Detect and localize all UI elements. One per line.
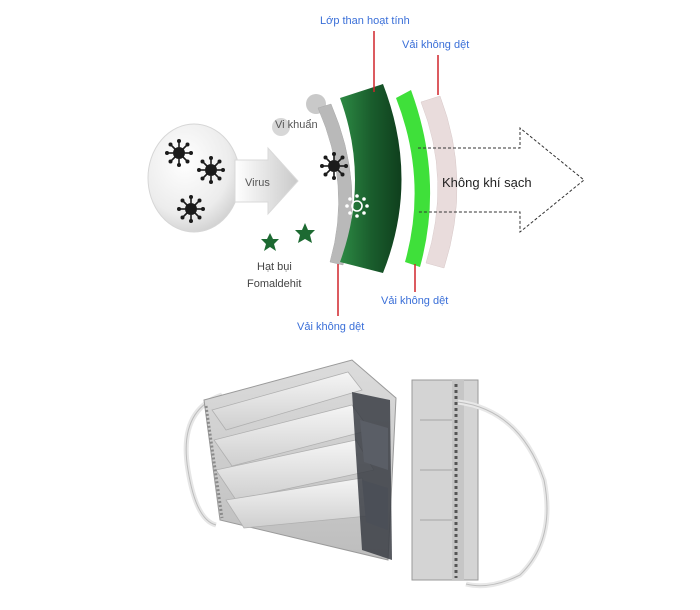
pointer-lines	[337, 31, 439, 316]
virus-arrow: Virus	[234, 146, 299, 216]
virus-particle-icon	[176, 194, 206, 224]
nonwoven-label-top: Vải không dệt	[402, 39, 469, 51]
bacteria-label: Vi khuẩn	[275, 119, 318, 131]
contaminated-air-sphere	[147, 123, 241, 233]
dust-particle-icon	[295, 223, 315, 243]
bacteria-captured-icon	[319, 151, 349, 181]
folded-mask	[203, 359, 397, 561]
mask-photo	[183, 359, 550, 589]
inner-nonwoven-layer	[420, 95, 458, 269]
virus-label: Virus	[245, 177, 270, 189]
nonwoven-label-middle: Vải không dệt	[381, 295, 448, 307]
activated-carbon-label: Lớp than hoạt tính	[320, 15, 410, 27]
green-nonwoven-layer	[396, 90, 431, 267]
clean-air-arrow: Không khí sạch	[418, 126, 585, 234]
bacteria-ball: Vi khuẩn	[272, 94, 326, 136]
formaldehyde-label: Fomaldehit	[247, 278, 301, 290]
nonwoven-label-bottom: Vải không dệt	[297, 321, 364, 333]
virus-particle-icon	[164, 138, 194, 168]
flat-mask	[411, 379, 550, 589]
activated-carbon-layer	[340, 84, 402, 273]
dust-particle-icon	[261, 233, 279, 251]
clean-air-label: Không khí sạch	[442, 175, 532, 190]
dust-particles: Hạt bụi Fomaldehit	[247, 223, 315, 290]
dust-label: Hạt bụi	[257, 261, 292, 273]
virus-particle-icon	[196, 155, 226, 185]
